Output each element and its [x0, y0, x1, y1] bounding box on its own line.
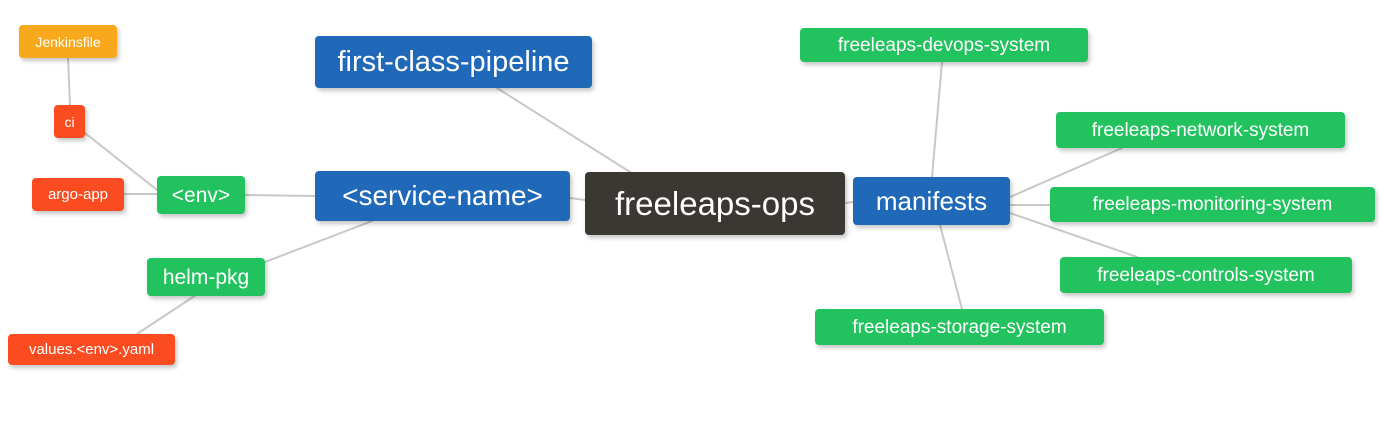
- node-argo-app[interactable]: argo-app: [32, 178, 124, 211]
- edge-manifests-to-storage-system: [939, 224, 963, 310]
- node-label: <env>: [171, 183, 231, 207]
- node-label: manifests: [875, 186, 988, 216]
- node-jenkinsfile[interactable]: Jenkinsfile: [19, 25, 117, 58]
- node-label: first-class-pipeline: [337, 45, 570, 78]
- node-env[interactable]: <env>: [157, 176, 245, 214]
- node-network-system[interactable]: freeleaps-network-system: [1056, 112, 1345, 148]
- node-label: ci: [64, 113, 75, 130]
- node-label: freeleaps-storage-system: [852, 316, 1067, 338]
- node-label: values.<env>.yaml: [28, 341, 155, 358]
- edge-helm-pkg-to-values-yaml: [136, 294, 197, 335]
- node-monitoring-system[interactable]: freeleaps-monitoring-system: [1050, 187, 1375, 222]
- node-label: Jenkinsfile: [35, 33, 101, 50]
- node-storage-system[interactable]: freeleaps-storage-system: [815, 309, 1104, 345]
- node-controls-system[interactable]: freeleaps-controls-system: [1060, 257, 1352, 293]
- node-devops-system[interactable]: freeleaps-devops-system: [800, 28, 1088, 62]
- edge-jenkinsfile-to-ci: [67, 57, 71, 106]
- node-freeleaps-ops[interactable]: freeleaps-ops: [585, 172, 845, 235]
- node-manifests[interactable]: manifests: [853, 177, 1010, 225]
- node-label: freeleaps-ops: [615, 185, 815, 222]
- node-label: argo-app: [47, 186, 109, 203]
- node-label: freeleaps-network-system: [1091, 119, 1310, 141]
- edge-env-to-service-name: [244, 194, 316, 197]
- node-service-name[interactable]: <service-name>: [315, 171, 570, 221]
- node-label: helm-pkg: [162, 265, 250, 289]
- edge-freeleaps-ops-to-manifests: [844, 201, 854, 204]
- node-helm-pkg[interactable]: helm-pkg: [147, 258, 265, 296]
- node-label: freeleaps-monitoring-system: [1092, 194, 1333, 215]
- edge-service-name-to-freeleaps-ops: [569, 197, 586, 201]
- edge-service-name-to-helm-pkg: [264, 220, 373, 263]
- edge-first-class-pipeline-to-freeleaps-ops: [496, 87, 631, 173]
- node-label: <service-name>: [342, 180, 543, 211]
- node-label: freeleaps-controls-system: [1097, 264, 1315, 286]
- node-first-class-pipeline[interactable]: first-class-pipeline: [315, 36, 592, 88]
- node-values-yaml[interactable]: values.<env>.yaml: [8, 334, 175, 365]
- edge-manifests-to-devops-system: [931, 61, 943, 178]
- node-label: freeleaps-devops-system: [837, 34, 1051, 56]
- node-ci[interactable]: ci: [54, 105, 85, 138]
